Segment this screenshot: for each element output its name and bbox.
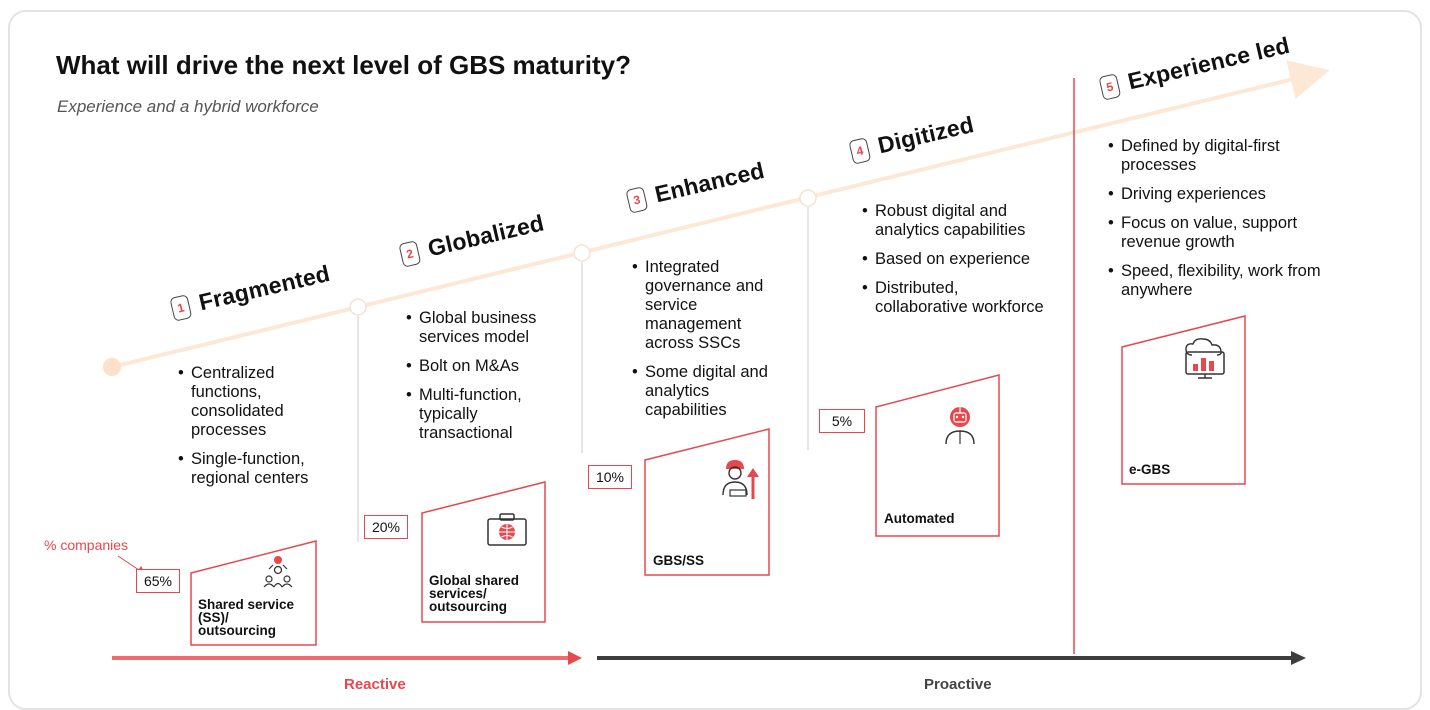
stage-bullets-1: Centralized functions, consolidated proc… — [178, 364, 338, 498]
percent-box-1: 65% — [136, 569, 180, 593]
model-box-5 — [1121, 315, 1246, 485]
stage-bullets-3: Integrated governance and service manage… — [632, 258, 782, 430]
percent-box-2: 20% — [364, 515, 408, 539]
trend-node-2 — [573, 244, 591, 262]
model-label-5: e-GBS — [1129, 462, 1171, 477]
maturity-trend-arrow — [111, 60, 1330, 369]
proactive-label: Proactive — [924, 676, 992, 693]
bullet-item: Defined by digital-first processes — [1108, 137, 1323, 175]
stage-bullets-4: Robust digital and analytics capabilitie… — [862, 202, 1047, 327]
bullet-item: Robust digital and analytics capabilitie… — [862, 202, 1047, 240]
trend-node-3 — [799, 189, 817, 207]
bullet-item: Global business services model — [406, 309, 571, 347]
page-title: What will drive the next level of GBS ma… — [56, 50, 631, 80]
bullet-item: Based on experience — [862, 250, 1047, 269]
bullet-item: Multi-function, typically transactional — [406, 386, 571, 443]
trend-start-dot — [103, 358, 121, 376]
stage-bullets-2: Global business services model Bolt on M… — [406, 309, 571, 453]
model-label-3: GBS/SS — [653, 553, 705, 568]
reactive-label: Reactive — [344, 676, 406, 693]
people-network-icon — [263, 556, 293, 588]
stage-bullets-5: Defined by digital-first processes Drivi… — [1108, 137, 1323, 310]
bullet-item: Integrated governance and service manage… — [632, 258, 782, 353]
bullet-item: Bolt on M&As — [406, 357, 571, 376]
percent-box-4: 5% — [819, 409, 865, 433]
bullet-item: Single-function, regional centers — [178, 450, 338, 488]
bullet-item: Distributed, collaborative workforce — [862, 279, 1047, 317]
model-label-2: Global shared services/ outsourcing — [429, 573, 520, 614]
robot-person-icon — [945, 407, 975, 445]
percent-box-3: 10% — [588, 465, 632, 489]
bullet-item: Some digital and analytics capabilities — [632, 363, 782, 420]
trend-node-1 — [349, 298, 367, 316]
model-label-1: Shared service (SS)/ outsourcing — [198, 597, 295, 638]
percent-companies-label: % companies — [44, 537, 129, 553]
bullet-item: Centralized functions, consolidated proc… — [178, 364, 338, 440]
model-label-4: Automated — [884, 511, 955, 526]
bullet-item: Focus on value, support revenue growth — [1108, 214, 1323, 252]
worker-growth-icon — [722, 460, 759, 499]
cloud-chart-icon — [1185, 338, 1225, 379]
bullet-item: Speed, flexibility, work from anywhere — [1108, 262, 1323, 300]
bullet-item: Driving experiences — [1108, 185, 1323, 204]
page-subtitle: Experience and a hybrid workforce — [57, 97, 319, 116]
globe-briefcase-icon — [487, 513, 527, 546]
